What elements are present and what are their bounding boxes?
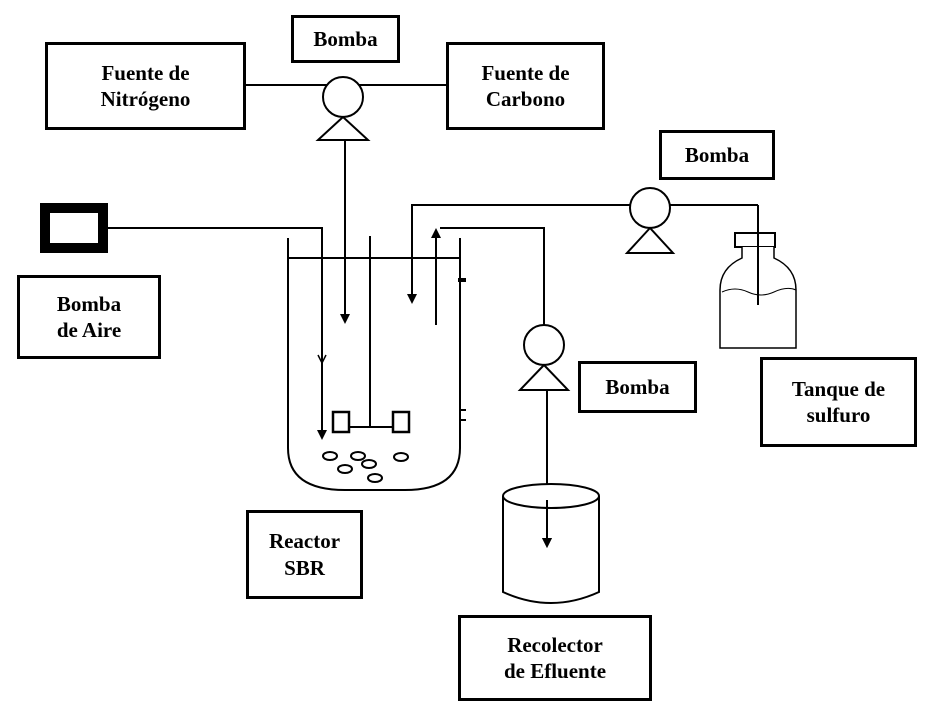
sulfide-tank-bottle-icon (719, 205, 797, 349)
collector-bucket-icon (502, 483, 600, 604)
carbon-source-box: Fuente de Carbono (446, 42, 605, 130)
nitrogen-source-box: Fuente de Nitrógeno (45, 42, 246, 130)
reactor-sbr-box: Reactor SBR (246, 510, 363, 599)
air-valve-icon (317, 354, 327, 365)
air-pump-device-icon (40, 203, 108, 253)
effluent-collector-box: Recolector de Efluente (458, 615, 652, 701)
pump-mid-label: Bomba (578, 361, 697, 413)
air-pump-box: Bomba de Aire (17, 275, 161, 359)
effluent-line (440, 227, 545, 330)
sulfide-feed-line (407, 204, 758, 304)
air-line (108, 227, 327, 440)
pump-top-label: Bomba (291, 15, 400, 63)
pump-right-icon (624, 187, 676, 254)
pump-top-icon (315, 76, 371, 141)
pump-mid-icon (517, 324, 571, 391)
sulfide-tank-box: Tanque de sulfuro (760, 357, 917, 447)
pump-right-label: Bomba (659, 130, 775, 180)
bubbles-icon (322, 451, 409, 483)
stirrer-icon (331, 236, 411, 434)
reactor-vessel (287, 238, 466, 491)
